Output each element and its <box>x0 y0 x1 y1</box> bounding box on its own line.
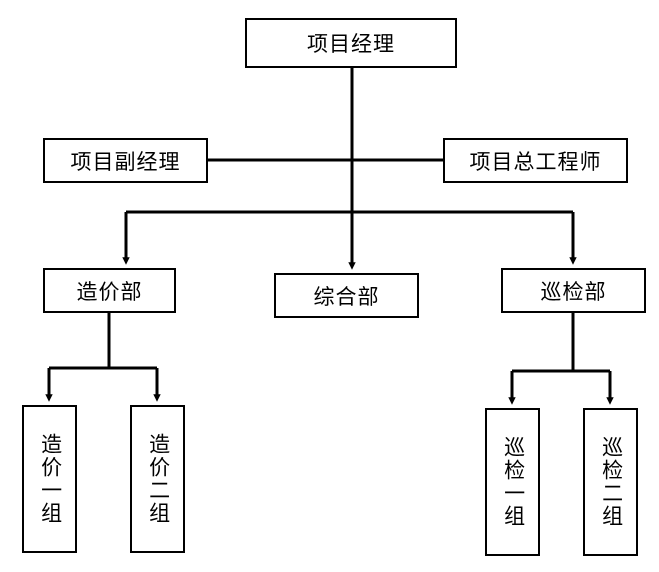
node-label: 造价一组 <box>38 433 62 525</box>
node-label: 综合部 <box>313 285 380 309</box>
node-cost-team-2[interactable]: 造价二组 <box>130 405 185 553</box>
node-label: 项目经理 <box>307 33 395 56</box>
node-cost-department[interactable]: 造价部 <box>43 268 176 313</box>
node-label: 项目副经理 <box>70 150 181 174</box>
node-inspection-department[interactable]: 巡检部 <box>501 268 646 313</box>
node-cost-team-1[interactable]: 造价一组 <box>22 405 77 553</box>
node-label: 项目总工程师 <box>469 150 602 174</box>
node-label: 巡检部 <box>540 280 607 304</box>
node-label: 造价二组 <box>146 433 170 525</box>
node-label: 巡检二组 <box>599 436 623 528</box>
node-inspection-team-1[interactable]: 巡检一组 <box>485 408 540 556</box>
node-general-department[interactable]: 综合部 <box>274 273 419 318</box>
node-label: 巡检一组 <box>501 436 525 528</box>
node-label: 造价部 <box>76 280 143 304</box>
node-deputy-project-manager[interactable]: 项目副经理 <box>43 138 208 183</box>
node-inspection-team-2[interactable]: 巡检二组 <box>583 408 638 556</box>
node-project-manager[interactable]: 项目经理 <box>245 18 457 68</box>
node-chief-engineer[interactable]: 项目总工程师 <box>443 138 628 183</box>
